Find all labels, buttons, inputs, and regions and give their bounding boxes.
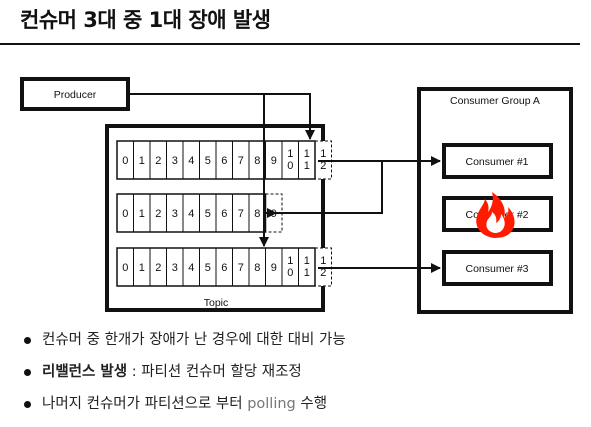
offset-label: 1 — [139, 262, 145, 274]
partition-border — [116, 247, 316, 287]
offset-label: 8 — [254, 262, 260, 274]
offset-label: 2 — [155, 208, 161, 220]
consumer-label: Consumer #1 — [465, 156, 528, 168]
producer-label: Producer — [54, 89, 97, 101]
partition-border — [116, 140, 316, 180]
consumer-1-box: Consumer #1 — [442, 143, 553, 179]
offset-label: 8 — [254, 208, 260, 220]
offset-label: 1 — [304, 148, 310, 160]
offset-label: 2 — [155, 155, 161, 167]
offset-label: 6 — [221, 208, 227, 220]
offset-label: 7 — [238, 155, 244, 167]
consumer-arrows — [270, 156, 441, 273]
offset-label: 6 — [221, 155, 227, 167]
bullet-strong-text: 리밸런스 발생 — [42, 364, 128, 380]
offset-label: 1 — [304, 267, 310, 279]
offset-label: 1 — [304, 255, 310, 267]
bullet-text: 컨슈머 중 한개가 장애가 난 경우에 대한 대비 가능 — [42, 332, 346, 348]
bullet-keyword: polling — [247, 396, 296, 412]
offset-label: 3 — [172, 262, 178, 274]
offset-label: 1 — [287, 148, 293, 160]
bullet-item: 컨슈머 중 한개가 장애가 난 경우에 대한 대비 가능 — [22, 329, 346, 361]
offset-label: 1 — [287, 255, 293, 267]
bullet-text: : 파티션 컨슈머 할당 재조정 — [127, 364, 302, 380]
consumer-3-box: Consumer #3 — [442, 250, 553, 286]
offset-label: 2 — [155, 262, 161, 274]
offset-label: 1 — [304, 160, 310, 172]
offset-label: 1 — [320, 148, 326, 160]
offset-label: 0 — [122, 262, 128, 274]
title-divider — [0, 43, 580, 45]
bullet-text: 나머지 컨슈머가 파티션으로 부터 — [42, 396, 248, 412]
offset-label: 2 — [320, 267, 326, 279]
offset-label: 1 — [139, 208, 145, 220]
topic-label: Topic — [204, 297, 229, 309]
offset-label: 8 — [254, 155, 260, 167]
offset-label: 9 — [271, 262, 277, 274]
offset-label: 9 — [271, 155, 277, 167]
offset-label: 7 — [238, 208, 244, 220]
offset-label: 4 — [188, 208, 194, 220]
offset-label: 6 — [221, 262, 227, 274]
partition-1-to-consumer-1-arrow — [270, 161, 383, 214]
offset-label: 4 — [188, 155, 194, 167]
offset-label: 4 — [188, 262, 194, 274]
offset-label: 1 — [139, 155, 145, 167]
bullet-item: 리밸런스 발생 : 파티션 컨슈머 할당 재조정 — [22, 361, 346, 393]
offset-label: 7 — [238, 262, 244, 274]
offset-label: 0 — [122, 208, 128, 220]
bullet-text: 수행 — [295, 396, 328, 412]
offset-label: 3 — [172, 155, 178, 167]
offset-label: 5 — [205, 208, 211, 220]
producer-box: Producer — [20, 77, 130, 111]
consumer-label: Consumer #3 — [465, 263, 528, 275]
offset-label: 3 — [172, 208, 178, 220]
consumer-group-label: Consumer Group A — [450, 95, 540, 107]
offset-label: 5 — [205, 155, 211, 167]
bullet-item: 나머지 컨슈머가 파티션으로 부터 polling 수행 — [22, 393, 346, 425]
offset-label: 0 — [287, 160, 293, 172]
bullet-list: 컨슈머 중 한개가 장애가 난 경우에 대한 대비 가능 리밸런스 발생 : 파… — [22, 329, 346, 425]
offset-label: 0 — [122, 155, 128, 167]
fire-icon — [476, 192, 515, 238]
offset-label: 2 — [320, 160, 326, 172]
page-title: 컨슈머 3대 중 1대 장애 발생 — [20, 8, 271, 32]
offset-label: 0 — [287, 267, 293, 279]
offset-label: 1 — [320, 255, 326, 267]
producer-to-partition-0-arrow — [128, 93, 315, 140]
offset-label: 5 — [205, 262, 211, 274]
